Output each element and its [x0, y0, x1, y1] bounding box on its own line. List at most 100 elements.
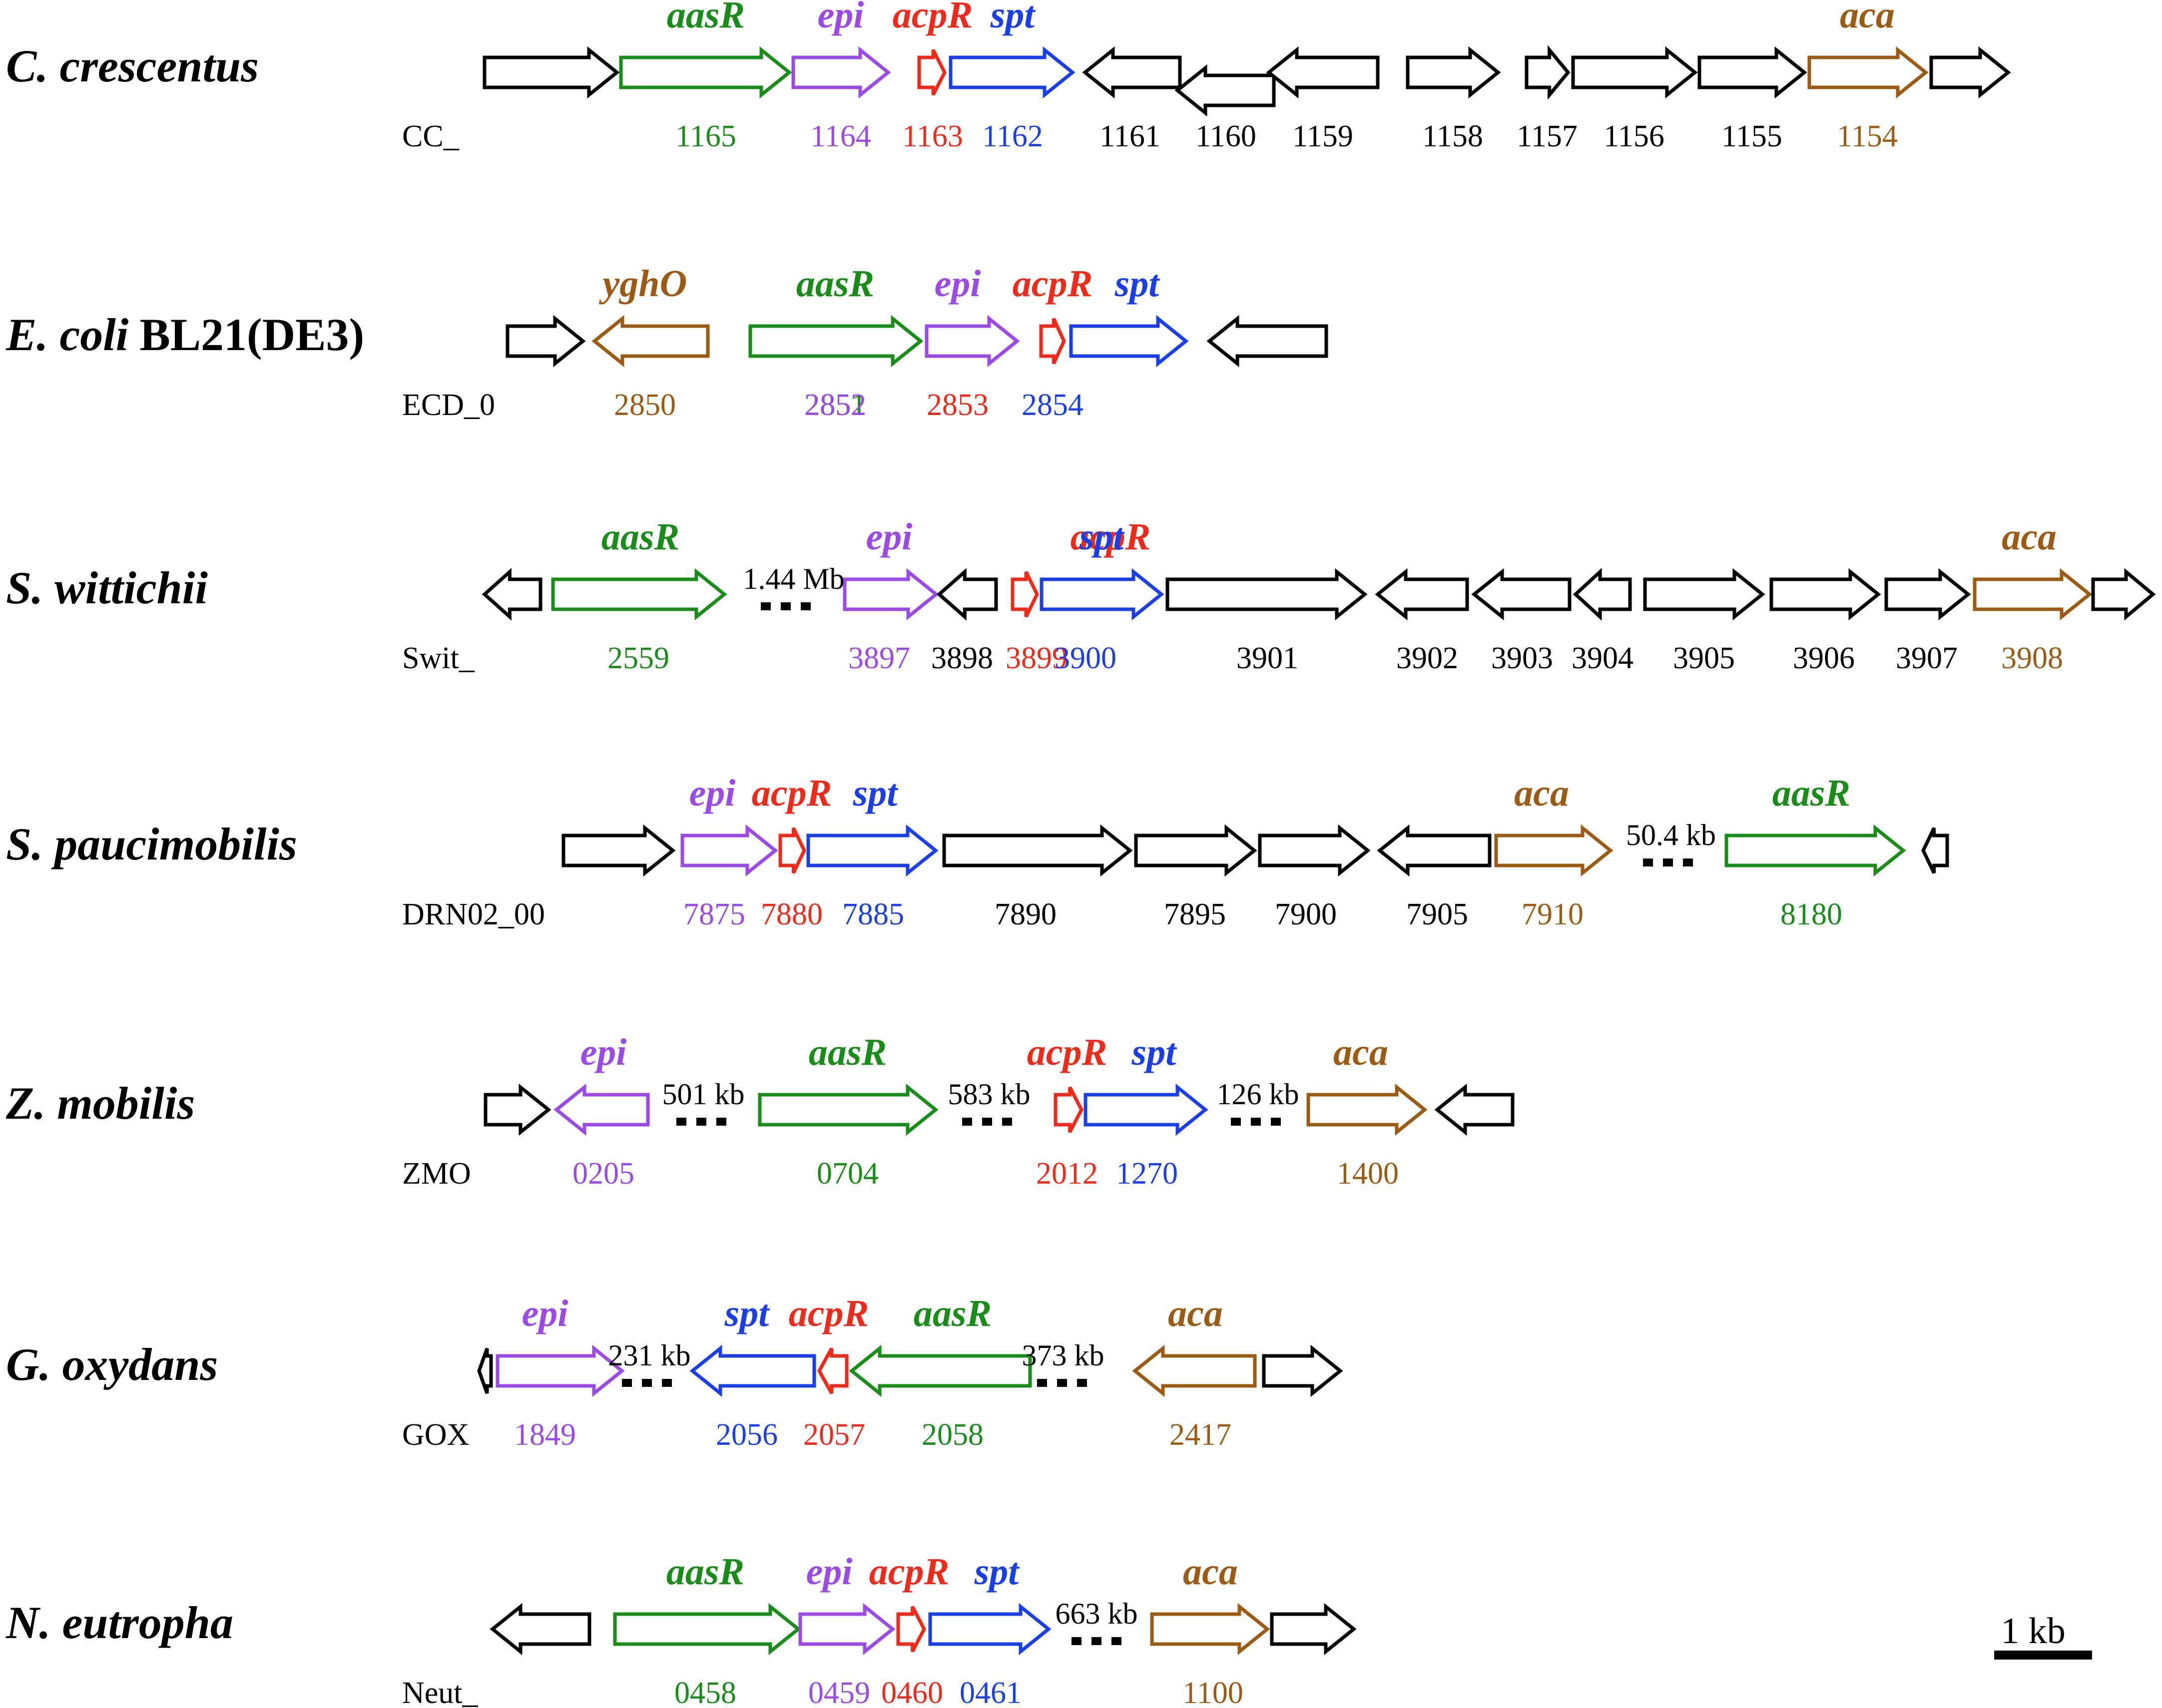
- locus-number: 1165: [675, 119, 736, 153]
- locus-number: 2854: [1022, 388, 1083, 422]
- gene-arrow-epi: [925, 315, 1020, 368]
- locus-number: 7900: [1275, 897, 1337, 931]
- gene-arrow: [506, 315, 586, 368]
- gene-arrow-aca: [1132, 1344, 1257, 1397]
- gene-arrow-spt: [806, 824, 939, 877]
- locus-number: 1155: [1721, 119, 1782, 153]
- gap-distance-label: 583 kb: [948, 1078, 1031, 1111]
- gap-distance-label: 501 kb: [662, 1078, 745, 1111]
- locus-number: 7880: [761, 897, 823, 931]
- gene-label-aca: aca: [1514, 772, 1569, 814]
- gene-arrow: [1929, 46, 2011, 99]
- locus-number: 1158: [1422, 119, 1483, 153]
- locus-prefix: ZMO: [402, 1157, 471, 1191]
- gene-arrow: [561, 824, 676, 877]
- locus-number: 0458: [674, 1676, 736, 1708]
- gene-arrow-acpR: [1011, 571, 1039, 618]
- gene-label-spt: spt: [1079, 516, 1125, 558]
- gene-arrow-epi: [843, 568, 939, 621]
- locus-number: 3901: [1236, 641, 1298, 675]
- gene-arrow: [1206, 315, 1328, 368]
- locus-number: 3904: [1572, 641, 1633, 675]
- gene-arrow: [942, 824, 1133, 877]
- organism-name: N. eutropha: [5, 1597, 233, 1648]
- gene-arrow-yghO: [591, 315, 710, 368]
- gene-label-spt: spt: [974, 1551, 1021, 1593]
- locus-number: 3905: [1673, 641, 1735, 675]
- locus-number: 1164: [810, 119, 871, 153]
- organism-name-italic: N. eutropha: [5, 1597, 233, 1648]
- locus-number: 1156: [1604, 119, 1664, 153]
- gap-distance-label: 50.4 kb: [1626, 819, 1716, 852]
- gene-label-aasR: aasR: [914, 1292, 992, 1334]
- organism-name-italic: S. wittichii: [6, 562, 208, 613]
- gene-arrow-aca: [1494, 824, 1614, 877]
- locus-number: 2851: [805, 388, 867, 422]
- locus-number: 3900: [1055, 641, 1116, 675]
- gene-arrow-epi: [496, 1344, 625, 1397]
- gene-label-epi: epi: [935, 263, 981, 305]
- gene-label-acpR: acpR: [752, 772, 832, 814]
- gene-label-aca: aca: [1840, 0, 1895, 36]
- gene-label-spt: spt: [724, 1292, 771, 1334]
- gene-arrow-aca: [1807, 46, 1929, 99]
- locus-number: 3902: [1396, 641, 1458, 675]
- locus-number: 1400: [1337, 1157, 1399, 1191]
- locus-number: 2057: [803, 1418, 865, 1452]
- gene-arrow-aasR: [758, 1083, 939, 1136]
- gene-label-acpR: acpR: [789, 1292, 869, 1334]
- organism-strain: BL21(DE3): [139, 309, 364, 360]
- gene-arrow: [1769, 568, 1881, 621]
- gene-label-aasR: aasR: [809, 1031, 887, 1073]
- locus-prefix: CC_: [402, 119, 460, 153]
- organism-name-italic: E. coli: [5, 309, 129, 360]
- locus-number: 7885: [842, 897, 904, 931]
- locus-number: 7875: [683, 897, 745, 931]
- gene-arrow: [1471, 568, 1572, 621]
- locus-prefix: Swit_: [402, 641, 475, 675]
- gene-label-aca: aca: [2002, 516, 2057, 558]
- locus-number: 1849: [514, 1418, 576, 1452]
- locus-number: 0205: [572, 1157, 634, 1191]
- organism-name-italic: C. crescentus: [6, 40, 259, 91]
- gene-arrow: [1134, 824, 1257, 877]
- gene-arrow-aca: [1306, 1083, 1428, 1136]
- gene-label-aasR: aasR: [1772, 772, 1850, 814]
- organism-name: G. oxydans: [6, 1339, 218, 1390]
- gene-arrow-aasR: [748, 315, 924, 368]
- gene-label-aca: aca: [1333, 1031, 1388, 1073]
- gene-arrow: [1266, 46, 1380, 99]
- organism-name-italic: Z. mobilis: [5, 1078, 195, 1129]
- locus-number: 3897: [848, 641, 910, 675]
- gene-arrow-aasR: [619, 46, 792, 99]
- gene-arrow-epi: [791, 46, 891, 99]
- scale-bar-label: 1 kb: [2001, 1611, 2066, 1652]
- locus-number: 1160: [1195, 119, 1256, 153]
- gene-label-aca: aca: [1168, 1292, 1223, 1334]
- gene-arrow-epi: [680, 824, 778, 877]
- locus-number: 3903: [1491, 641, 1553, 675]
- locus-number: 0460: [881, 1676, 943, 1708]
- gene-arrow: [1884, 568, 1971, 621]
- gap-distance-label: 231 kb: [608, 1339, 691, 1372]
- locus-number: 1162: [982, 119, 1043, 153]
- locus-number: 1163: [902, 119, 963, 153]
- locus-number: 1161: [1099, 119, 1160, 153]
- locus-number: 1270: [1116, 1157, 1178, 1191]
- gene-label-spt: spt: [1114, 263, 1161, 305]
- locus-number: 7905: [1406, 897, 1468, 931]
- gene-label-acpR: acpR: [893, 0, 973, 36]
- gene-arrow: [490, 1603, 591, 1656]
- gene-arrow: [1571, 46, 1698, 99]
- locus-number: 1100: [1182, 1676, 1243, 1708]
- gene-arrow-aasR: [551, 568, 727, 621]
- gene-arrow: [477, 1347, 493, 1394]
- gene-label-acpR: acpR: [1013, 263, 1092, 305]
- gene-label-aasR: aasR: [666, 1551, 744, 1593]
- gene-arrow: [1174, 64, 1276, 117]
